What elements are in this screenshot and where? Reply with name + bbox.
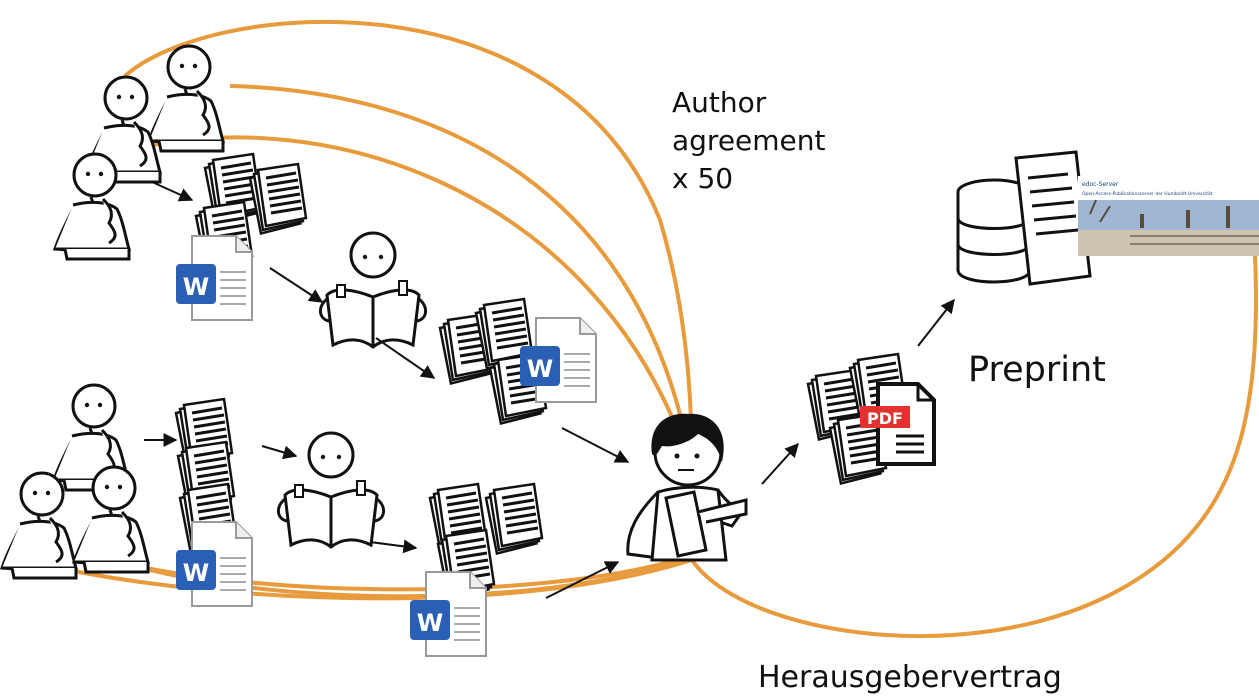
flow-arrows (144, 181, 955, 599)
author-agreement-curves (44, 19, 694, 601)
reviewer-top (318, 231, 428, 349)
word-icon: W (175, 521, 253, 607)
author-agreement-line3: x 50 (672, 162, 734, 195)
svg-text:W: W (183, 273, 209, 301)
edoc-server-card: edoc-Server Open-Access-Publikationsserv… (1078, 176, 1259, 256)
preprint-label: Preprint (968, 350, 1106, 390)
publisher-contract-label: Herausgebervertrag (758, 660, 1062, 695)
word-icon: W (519, 317, 597, 403)
svg-text:Open-Access-Publikationsserver: Open-Access-Publikationsserver der Humbo… (1082, 191, 1213, 197)
word-icon: W (409, 571, 487, 657)
word-icon: W (175, 235, 253, 321)
svg-text:edoc-Server: edoc-Server (1082, 181, 1119, 188)
author-group-bottom (0, 383, 150, 580)
svg-text:PDF: PDF (867, 409, 903, 428)
svg-text:W: W (417, 609, 443, 637)
author-agreement-line2: agreement (672, 124, 826, 157)
svg-text:W: W (183, 559, 209, 587)
author-agreement-label: Author agreement x 50 (672, 84, 872, 198)
publisher-contract-curve (690, 254, 1258, 639)
svg-text:W: W (527, 355, 553, 383)
pdf-icon: PDF (860, 382, 936, 466)
editor-person (626, 413, 748, 562)
repository-document (1014, 150, 1092, 286)
reviewer-bottom (276, 431, 386, 549)
author-agreement-line1: Author (672, 86, 767, 119)
